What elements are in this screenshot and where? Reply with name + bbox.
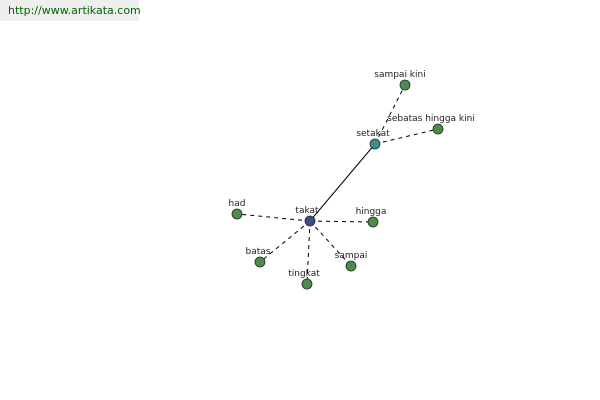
node-sampai[interactable] [345,260,357,272]
node-label-tingkat[interactable]: tingkat [288,269,320,279]
node-setakat[interactable] [369,138,381,150]
node-label-sampai[interactable]: sampai [335,251,368,261]
node-label-had[interactable]: had [229,199,246,209]
node-sampai_kini[interactable] [399,79,411,91]
node-hingga[interactable] [367,216,379,228]
edge-setakat-sebatas_hingga_kini [374,128,439,145]
source-bar: http://www.artikata.com [0,0,141,21]
node-had[interactable] [231,208,243,220]
node-tingkat[interactable] [301,278,313,290]
source-link[interactable]: http://www.artikata.com [8,4,141,17]
edge-setakat-sampai_kini [374,84,406,145]
edge-takat-hingga [309,220,374,223]
labels-layer: takat setakat sampai kini sebatas hingga ki… [229,70,475,279]
edge-takat-setakat [309,143,376,222]
edge-takat-batas [259,220,311,263]
nodes-layer [231,79,444,290]
node-label-setakat[interactable]: setakat [356,129,390,139]
node-label-sebatas_hingga_kini[interactable]: sebatas hingga kini [387,114,475,124]
node-takat[interactable] [304,215,316,227]
edge-takat-tingkat [306,220,311,285]
node-label-sampai_kini[interactable]: sampai kini [374,70,425,80]
edge-takat-sampai [309,220,352,267]
node-batas[interactable] [254,256,266,268]
edges-layer [236,84,439,285]
node-label-takat[interactable]: takat [295,206,319,216]
node-label-batas[interactable]: batas [246,247,271,257]
node-sebatas_hingga_kini[interactable] [432,123,444,135]
node-label-hingga[interactable]: hingga [356,207,387,217]
